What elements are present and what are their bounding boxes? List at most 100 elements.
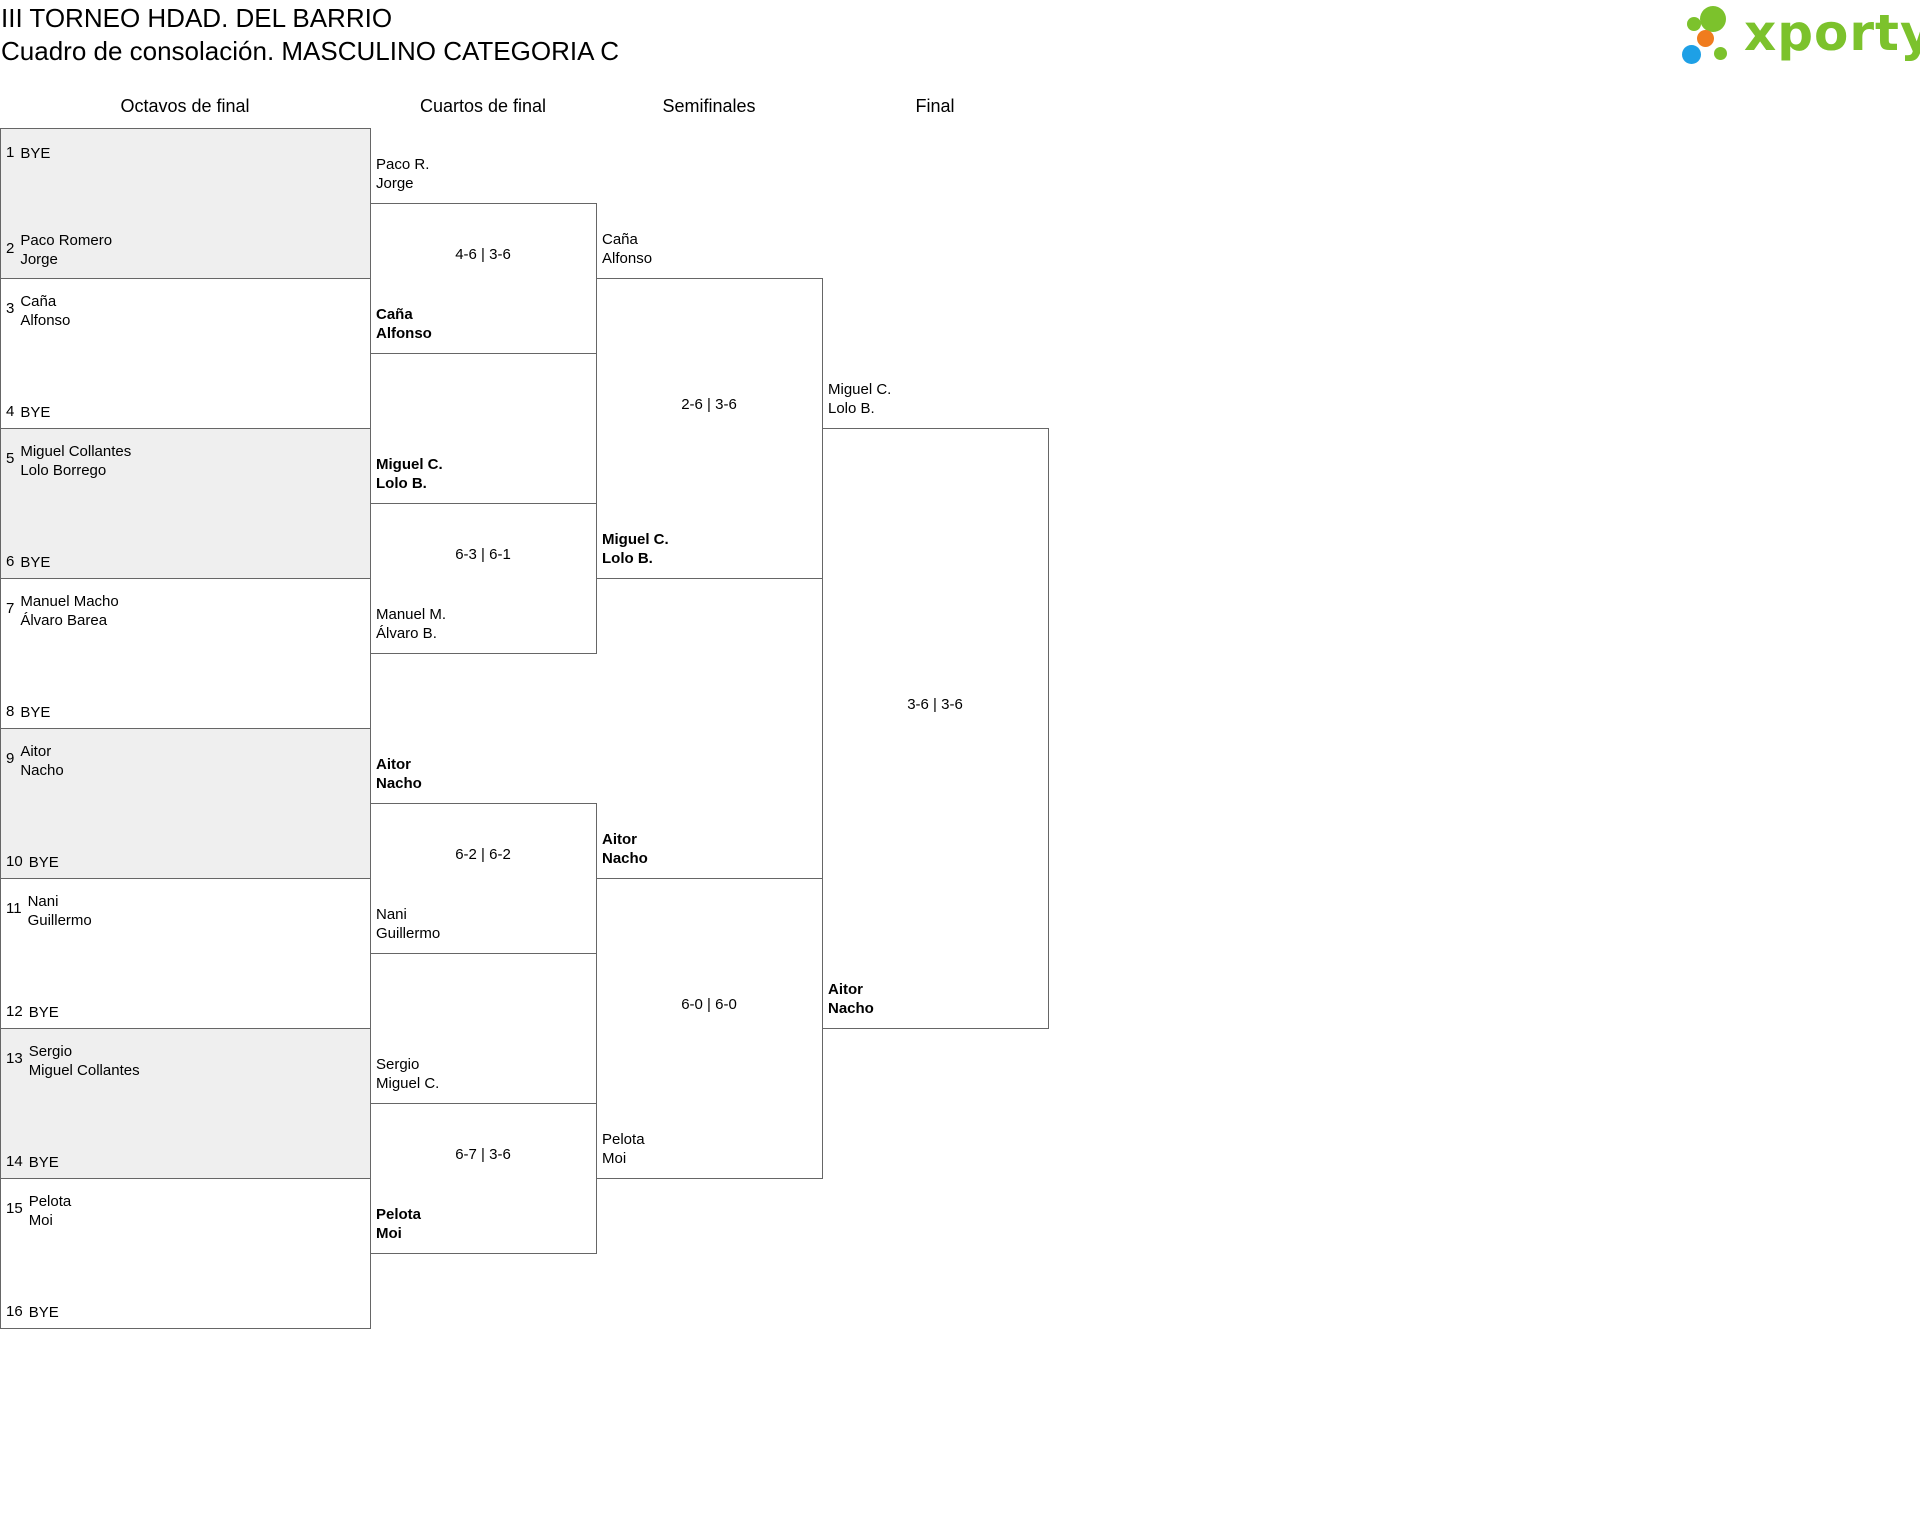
final-bottom-team-line1: Aitor	[828, 981, 863, 998]
logo-text: xporty	[1744, 4, 1920, 62]
team-player-1: BYE	[20, 145, 51, 162]
team-player-1: Paco Romero	[20, 232, 113, 249]
seed-number: 3	[6, 300, 15, 317]
cuartos-bottom-team-line1: Caña	[376, 306, 413, 323]
octavos-match-box	[0, 1028, 371, 1179]
cuartos-top-team-line2: Nacho	[376, 775, 422, 792]
semis-bottom-team-line1: Miguel C.	[602, 531, 669, 548]
team-player-2: Miguel Collantes	[28, 1062, 140, 1079]
cuartos-top-team-line2: Jorge	[376, 175, 414, 192]
cuartos-top-team-line2: Lolo B.	[376, 475, 427, 492]
cuartos-bottom-team-line2: Alfonso	[376, 325, 432, 342]
semis-bottom-team-line2: Moi	[602, 1150, 627, 1167]
cuartos-bottom-team-line2: Moi	[376, 1225, 402, 1242]
octavos-match-box	[0, 428, 371, 579]
semis-top-team-line2: Nacho	[602, 850, 648, 867]
seed-number: 4	[6, 403, 15, 420]
logo-dot-green-bottom	[1714, 47, 1727, 60]
cuartos-bottom-team: Manuel M.Álvaro B.	[376, 605, 446, 643]
seed-number: 14	[6, 1153, 23, 1170]
cuartos-top-team-line1: Paco R.	[376, 156, 430, 173]
team-player-1: Pelota	[28, 1193, 72, 1210]
semis-score: 6-0 | 6-0	[681, 996, 737, 1013]
final-match-box	[822, 428, 1049, 1029]
bye-entry: BYE	[29, 1303, 59, 1322]
team-player-2: Jorge	[20, 251, 58, 268]
seed-number: 11	[6, 900, 22, 917]
xporty-logo[interactable]: xporty	[1680, 0, 1920, 72]
bye-entry: BYE	[20, 144, 50, 163]
cuartos-score: 4-6 | 3-6	[455, 246, 511, 263]
bye-entry: BYE	[29, 853, 59, 872]
seed-number: 6	[6, 553, 15, 570]
cuartos-bottom-team-line1: Pelota	[376, 1206, 422, 1223]
team-player-1: BYE	[28, 1154, 59, 1171]
seed-row: 16 BYE	[6, 1303, 59, 1322]
cuartos-bottom-team-line1: Nani	[376, 906, 407, 923]
final-top-team: Miguel C.Lolo B.	[828, 380, 891, 418]
round-header-octavos: Octavos de final	[120, 96, 250, 116]
team-player-1: BYE	[28, 1304, 59, 1321]
semis-bottom-team-line2: Lolo B.	[602, 550, 653, 567]
round-header-semifinales: Semifinales	[662, 96, 756, 116]
team-player-1: BYE	[28, 854, 59, 871]
logo-dot-green-large	[1700, 6, 1726, 32]
seed-number: 13	[6, 1050, 23, 1067]
seed-number: 12	[6, 1003, 23, 1020]
semis-top-team-line1: Aitor	[602, 831, 637, 848]
team-player-1: BYE	[20, 704, 51, 721]
team-player-2: Lolo Borrego	[20, 462, 107, 479]
bye-entry: BYE	[20, 553, 50, 572]
cuartos-top-team: Paco R. Jorge	[376, 155, 429, 193]
seed-number: 1	[6, 144, 15, 161]
seed-row: 14 BYE	[6, 1153, 59, 1172]
final-bottom-team-line2: Nacho	[828, 1000, 874, 1017]
cuartos-bottom-team-line2: Guillermo	[376, 925, 441, 942]
cuartos-score: 6-2 | 6-2	[455, 846, 511, 863]
cuartos-top-team: Miguel C.Lolo B.	[376, 455, 443, 493]
team-player-2: Alfonso	[20, 312, 71, 329]
seed-number: 2	[6, 240, 15, 257]
round-header-cuartos: Cuartos de final	[419, 96, 547, 116]
final-score: 3-6 | 3-6	[907, 696, 963, 713]
team-player-1: Sergio	[28, 1043, 73, 1060]
round-header-final: Final	[915, 96, 955, 116]
team-player-1: Nani	[27, 893, 59, 910]
tournament-title: III TORNEO HDAD. DEL BARRIO	[1, 3, 393, 33]
team-player-2: Moi	[28, 1212, 53, 1229]
cuartos-score: 6-7 | 3-6	[455, 1146, 511, 1163]
seed-number: 16	[6, 1303, 23, 1320]
team-player-1: BYE	[20, 554, 51, 571]
seed-number: 8	[6, 703, 15, 720]
semis-top-team-line1: Caña	[602, 231, 638, 248]
team-player-1: Aitor	[20, 743, 52, 760]
team-player-1: Miguel Collantes	[20, 443, 132, 460]
draw-subtitle: Cuadro de consolación. MASCULINO CATEGOR…	[1, 36, 619, 66]
team-player-1: Caña	[20, 293, 57, 310]
bye-entry: BYE	[29, 1153, 59, 1172]
team-player-2: Nacho	[20, 762, 64, 779]
seed-number: 15	[6, 1200, 23, 1217]
seed-row: 6 BYE	[6, 553, 50, 572]
semis-score: 2-6 | 3-6	[681, 396, 737, 413]
seed-number: 10	[6, 853, 23, 870]
